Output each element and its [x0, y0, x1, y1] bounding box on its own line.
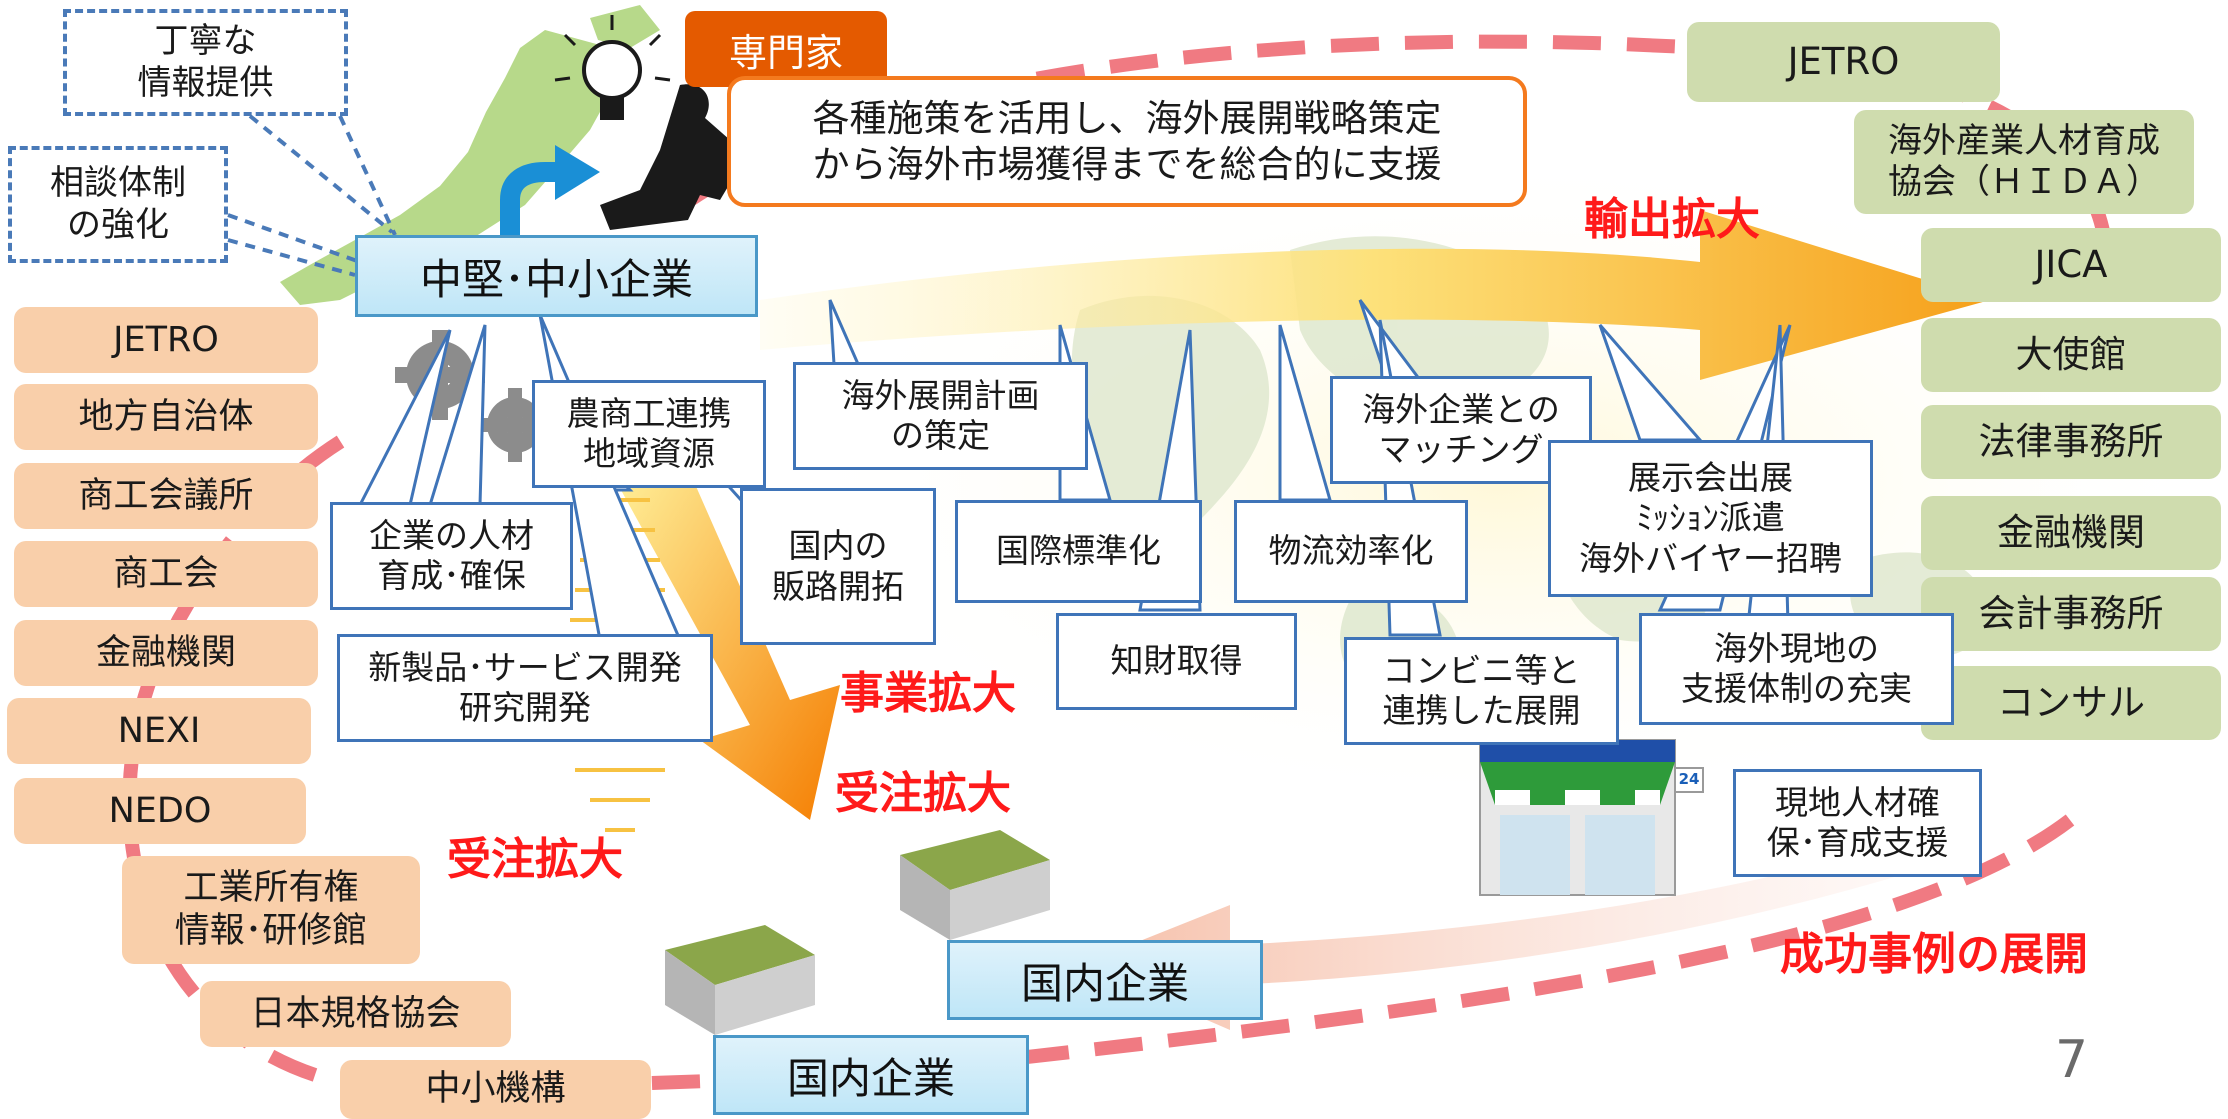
callout-newprod: 新製品･サービス開発 研究開発	[337, 634, 713, 742]
left-partner-7: NEDO	[14, 778, 306, 844]
business-arrow	[610, 450, 840, 820]
left-partner-3: 商工会議所	[14, 463, 318, 529]
callout-local-support: 海外現地の 支援体制の充実	[1639, 613, 1954, 725]
lightbulb-icon	[554, 15, 671, 120]
left-partner-9: 日本規格協会	[200, 981, 511, 1047]
right-partner-6: 金融機関	[1921, 496, 2221, 570]
main-company-box: 中堅･中小企業	[355, 235, 758, 317]
right-partner-5: 法律事務所	[1921, 405, 2221, 479]
callout-domestic: 国内の 販路開拓	[740, 488, 936, 645]
domestic-company-1: 国内企業	[947, 940, 1263, 1020]
right-partner-4: 大使館	[1921, 318, 2221, 392]
up-arrow-icon	[500, 162, 560, 240]
left-partner-8: 工業所有権 情報･研修館	[122, 856, 420, 964]
right-partner-7: 会計事務所	[1921, 577, 2221, 651]
orders-label-2: 受注拡大	[447, 834, 623, 885]
left-partner-1: JETRO	[14, 307, 318, 373]
expert-label: 専門家	[685, 11, 887, 87]
left-partner-10: 中小機構	[340, 1060, 651, 1119]
up-arrow-head	[555, 145, 600, 200]
page-number: 7	[2055, 1030, 2089, 1090]
success-arrow	[1080, 830, 1950, 1030]
warehouse-icon	[900, 830, 1050, 940]
store-sign: 24	[1678, 770, 1700, 788]
callout-logistics: 物流効率化	[1234, 500, 1468, 603]
left-partner-2: 地方自治体	[14, 384, 318, 450]
right-partner-3: JICA	[1921, 228, 2221, 302]
callout-matching: 海外企業との マッチング	[1330, 376, 1592, 484]
business-label: 事業拡大	[840, 668, 1016, 719]
success-label: 成功事例の展開	[1780, 929, 2088, 980]
callout-exhibit: 展示会出展 ﾐｯｼｮﾝ派遣 海外バイヤー招聘	[1548, 440, 1873, 597]
domestic-company-2: 国内企業	[713, 1035, 1029, 1115]
right-partner-8: コンサル	[1921, 666, 2221, 740]
careful-info-box: 丁寧な 情報提供	[63, 9, 348, 116]
right-partner-1: JETRO	[1687, 22, 2000, 102]
expert-description: 各種施策を活用し、海外展開戦略策定 から海外市場獲得までを総合的に支援	[727, 76, 1527, 207]
callout-agri: 農商工連携 地域資源	[532, 380, 766, 488]
callout-local-hr: 現地人材確 保･育成支援	[1733, 769, 1982, 877]
consult-box: 相談体制 の強化	[8, 146, 228, 263]
orders-label-1: 受注拡大	[835, 768, 1011, 819]
callout-standard: 国際標準化	[955, 500, 1202, 603]
businessman-icon	[600, 84, 775, 230]
right-partner-2: 海外産業人材育成 協会（ＨＩＤＡ）	[1854, 110, 2194, 214]
support-connectors	[227, 114, 397, 277]
left-partner-5: 金融機関	[14, 620, 318, 686]
export-label: 輸出拡大	[1584, 194, 1760, 245]
callout-plan: 海外展開計画 の策定	[793, 362, 1088, 470]
left-partner-6: NEXI	[7, 698, 311, 764]
convenience-store-icon	[1479, 739, 1704, 896]
callout-convenience: コンビニ等と 連携した展開	[1344, 637, 1619, 745]
callout-ip: 知財取得	[1056, 613, 1297, 710]
warehouse-icon	[665, 925, 815, 1035]
export-arrow	[760, 210, 1990, 380]
callout-hr: 企業の人材 育成･確保	[330, 502, 573, 610]
left-partner-4: 商工会	[14, 541, 318, 607]
